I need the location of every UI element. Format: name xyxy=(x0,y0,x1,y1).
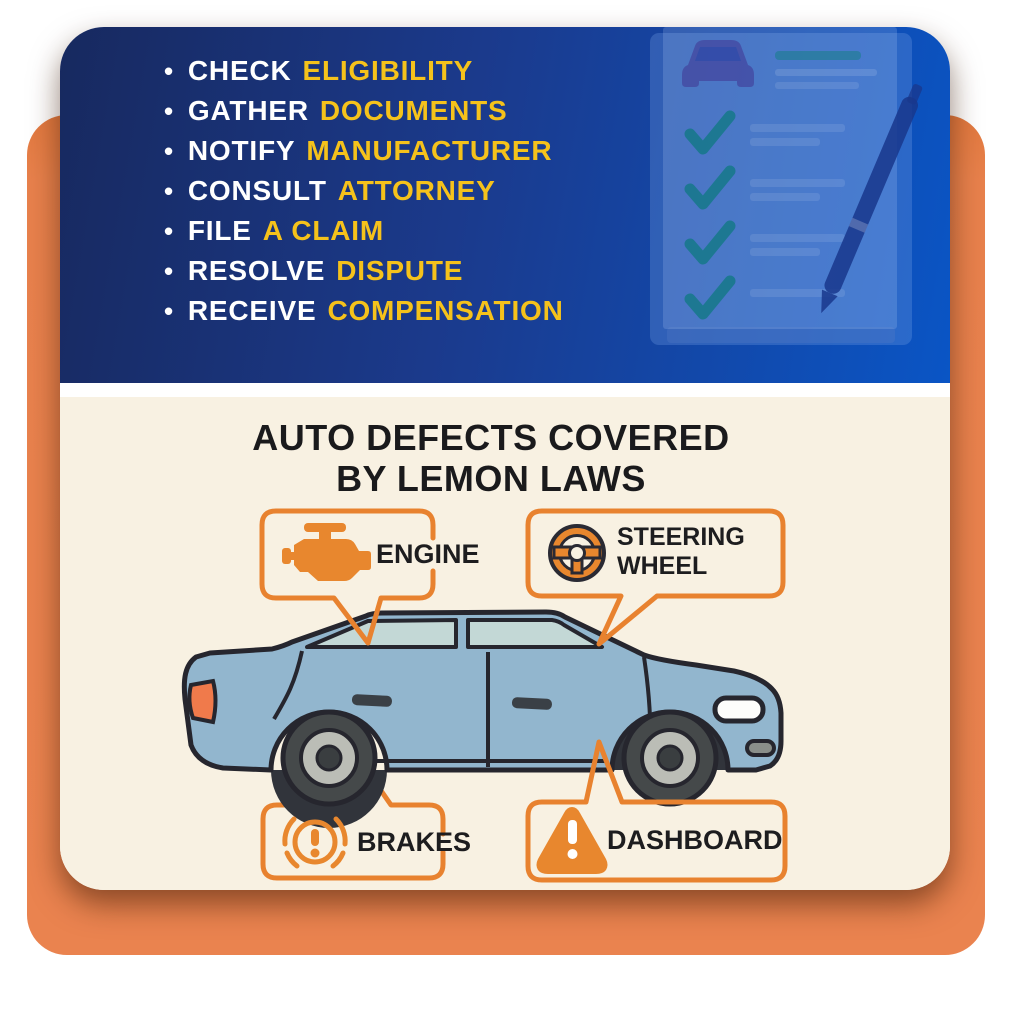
heading-line xyxy=(775,51,861,60)
dashboard-label: DASHBOARD xyxy=(607,825,783,855)
lemon-law-steps-section: • CHECK ELIGIBILITY • GATHER DOCUMENTS •… xyxy=(60,27,950,383)
step-highlight: ELIGIBILITY xyxy=(302,55,474,86)
step-lead: GATHER xyxy=(187,95,309,126)
title-line-1: AUTO DEFECTS COVERED xyxy=(252,417,730,458)
pen-icon xyxy=(821,84,923,314)
warning-triangle-icon xyxy=(536,807,608,874)
door-handle xyxy=(511,697,552,710)
bullet-icon: • xyxy=(164,55,174,86)
engine-icon xyxy=(282,523,371,581)
door-handle xyxy=(351,694,392,707)
list-item: • GATHER DOCUMENTS xyxy=(164,91,564,131)
checkmark-icon xyxy=(684,275,736,320)
brake-warning-icon xyxy=(282,816,348,869)
dashboard-callout-box xyxy=(525,739,788,883)
taillight xyxy=(187,678,218,725)
steering-callout-box xyxy=(525,508,786,647)
step-highlight: ATTORNEY xyxy=(337,175,496,206)
steps-checklist: • CHECK ELIGIBILITY • GATHER DOCUMENTS •… xyxy=(164,51,564,331)
bullet-icon: • xyxy=(164,295,174,326)
bullet-icon: • xyxy=(164,255,174,286)
step-lead: NOTIFY xyxy=(187,135,296,166)
engine-callout-box xyxy=(259,508,436,646)
car-illustration xyxy=(181,609,784,828)
car-defects-diagram xyxy=(181,508,788,883)
text-line xyxy=(775,69,877,76)
step-lead: CHECK xyxy=(187,55,292,86)
paper-stack-edge xyxy=(667,327,895,343)
step-highlight: DISPUTE xyxy=(336,255,464,286)
infographic-card: • CHECK ELIGIBILITY • GATHER DOCUMENTS •… xyxy=(60,27,950,890)
step-lead: RECEIVE xyxy=(187,295,317,326)
front-wheel xyxy=(621,709,719,807)
section-title: AUTO DEFECTS COVERED BY LEMON LAWS xyxy=(60,417,922,499)
checkmark-icon xyxy=(684,110,736,155)
car-icon xyxy=(682,40,754,87)
step-lead: FILE xyxy=(187,215,252,246)
steering-label-line-2: WHEEL xyxy=(617,552,708,580)
list-item: • RECEIVE COMPENSATION xyxy=(164,291,564,331)
rear-window xyxy=(305,618,458,649)
front-window xyxy=(466,618,604,649)
step-lead: CONSULT xyxy=(187,175,327,206)
steering-wheel-label: STEERING WHEEL xyxy=(617,523,745,581)
door-seam xyxy=(272,650,304,721)
brakes-callout-box xyxy=(260,766,446,881)
steering-label-line-1: STEERING xyxy=(617,523,745,551)
list-item: • FILE A CLAIM xyxy=(164,211,564,251)
step-highlight: A CLAIM xyxy=(262,215,384,246)
checkmark-icon xyxy=(684,165,736,210)
white-divider xyxy=(60,383,950,397)
auto-defects-section: AUTO DEFECTS COVERED BY LEMON LAWS xyxy=(60,397,950,890)
list-item: • CHECK ELIGIBILITY xyxy=(164,51,564,91)
bullet-icon: • xyxy=(164,135,174,166)
step-highlight: COMPENSATION xyxy=(327,295,564,326)
list-item: • CONSULT ATTORNEY xyxy=(164,171,564,211)
rear-wheel xyxy=(280,709,378,807)
bullet-icon: • xyxy=(164,175,174,206)
list-item: • RESOLVE DISPUTE xyxy=(164,251,564,291)
checkmark-icon xyxy=(684,220,736,265)
engine-label: ENGINE xyxy=(376,539,480,569)
brakes-label: BRAKES xyxy=(357,827,472,857)
bullet-icon: • xyxy=(164,95,174,126)
step-highlight: MANUFACTURER xyxy=(306,135,553,166)
headlight xyxy=(712,695,766,724)
step-lead: RESOLVE xyxy=(187,255,326,286)
front-reflector xyxy=(745,739,776,757)
step-highlight: DOCUMENTS xyxy=(319,95,508,126)
list-item: • NOTIFY MANUFACTURER xyxy=(164,131,564,171)
title-line-2: BY LEMON LAWS xyxy=(336,458,646,499)
text-line xyxy=(775,82,859,89)
clipboard-illustration xyxy=(650,27,923,345)
steering-wheel-icon xyxy=(548,524,606,582)
bullet-icon: • xyxy=(164,215,174,246)
